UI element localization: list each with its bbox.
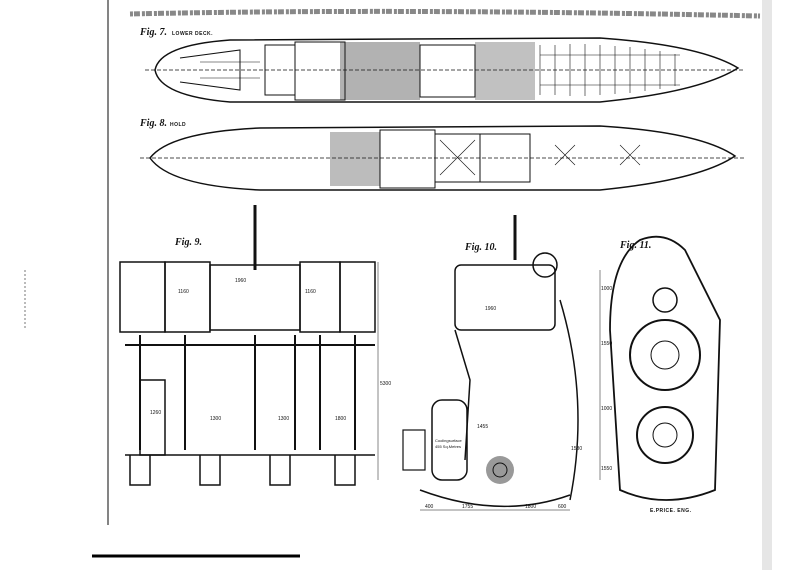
fig10-dim: 400 — [425, 504, 434, 510]
fig7-lower-deck-plan: Fig. 7. LOWER DECK. — [139, 27, 745, 103]
cooling-surface-note: Coolingsurface — [435, 438, 462, 443]
fig9-engine-elevation: Fig. 9. 1160 1960 1160 1300 1300 1800 12… — [119, 205, 391, 486]
fig10-engine-section: Fig. 10. 1960 1455 1580 400 1755 1800 60… — [402, 215, 582, 511]
cooling-surface-note: 455 Sq.Metres — [435, 444, 461, 449]
fig10-dim: 1455 — [477, 424, 488, 430]
fig10-dim: 1755 — [462, 504, 473, 510]
fig10-label: Fig. 10. — [464, 242, 497, 253]
fig11-label: Fig. 11. — [619, 240, 651, 251]
fig9-label: Fig. 9. — [174, 237, 202, 248]
fig9-dim: 1800 — [335, 416, 346, 422]
fig9-dim: 1160 — [305, 289, 316, 295]
fig7-caption: LOWER DECK. — [172, 31, 213, 37]
fig8-label: Fig. 8. — [139, 118, 167, 129]
engraver-signature: E.PRICE. ENG. — [650, 508, 692, 514]
fig10-dim: 600 — [558, 504, 567, 510]
fig10-dim: 1960 — [485, 306, 496, 312]
fig7-label: Fig. 7. — [139, 27, 167, 38]
fig11-dim: 1000 — [601, 286, 612, 292]
fig11-engine-end-view: Fig. 11. 1000 1550 1000 1550 E.PRICE. EN… — [599, 235, 721, 514]
fig8-caption: HOLD — [170, 122, 186, 128]
fig9-dim: 1260 — [150, 410, 161, 416]
fig9-dim: 1960 — [235, 278, 246, 284]
fig11-dim: 1550 — [601, 341, 612, 347]
fig9-dim: 5300 — [380, 381, 391, 387]
fig8-hold-plan: Fig. 8. HOLD — [139, 118, 745, 191]
fig9-dim: 1300 — [278, 416, 289, 422]
fig9-dim: 1160 — [178, 289, 189, 295]
fig11-dim: 1550 — [601, 466, 612, 472]
fig9-dim: 1300 — [210, 416, 221, 422]
fig10-dim: 1580 — [571, 446, 582, 452]
fig11-dim: 1000 — [601, 406, 612, 412]
fig10-dim: 1800 — [525, 504, 536, 510]
